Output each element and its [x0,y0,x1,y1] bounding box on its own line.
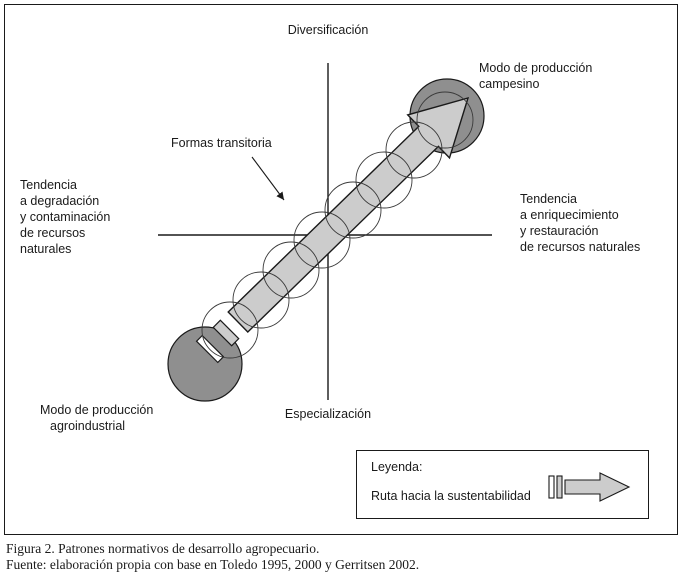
transition-circle [416,91,474,149]
transition-circle [324,181,382,239]
legend-entry-label: Ruta hacia la sustentabilidad [371,489,531,503]
label-line: Modo de producción [479,61,593,75]
label-line: Tendencia [520,192,577,206]
label-line: de recursos [20,226,86,240]
left-tendency-label: Tendencia a degradación y contaminación … [20,177,110,257]
arrow-tail-segment-gray [212,319,240,347]
label-line: agroindustrial [50,419,126,433]
agroindustrial-mode-label: Modo de producción agroindustrial [40,402,153,434]
campesino-mode-label: Modo de producción campesino [479,60,592,92]
label-line: a degradación [20,194,100,208]
label-line: y restauración [520,224,599,238]
agroindustrial-mode-circle [167,326,243,402]
transition-circles [201,91,474,359]
legend-arrow-icon [548,472,631,502]
figure-caption-line1: Figura 2. Patrones normativos de desarro… [6,541,320,556]
transitional-forms-label: Formas transitoria [171,136,272,150]
legend-arrow-body [564,472,631,502]
transition-circle [385,121,443,179]
transition-circle [232,271,290,329]
transition-circle [355,151,413,209]
transition-circle [201,301,259,359]
figure-caption: Figura 2. Patrones normativos de desarro… [6,541,419,572]
label-line: naturales [20,242,72,256]
legend-title: Leyenda: [371,460,423,474]
transition-circle [262,241,320,299]
sustainability-arrow [227,96,470,333]
diagram-border [4,4,678,535]
transition-circle [293,211,351,269]
legend-box: Leyenda: Ruta hacia la sustentabilidad [356,450,649,519]
label-line: Tendencia [20,178,77,192]
figure-caption-line2: Fuente: elaboración propia con base en T… [6,556,420,572]
legend-arrow-tail-white [548,475,555,499]
label-line: a enriquecimiento [520,208,619,222]
label-line: Modo de producción [40,403,154,417]
right-tendency-label: Tendencia a enriquecimiento y restauraci… [520,191,640,255]
transitional-forms-pointer-arrow [251,156,285,201]
label-line: de recursos naturales [520,240,641,254]
label-line: campesino [479,77,540,91]
axis-label-especializacion: Especialización [284,407,372,421]
axis-label-diversificacion: Diversificación [287,23,369,37]
label-line: y contaminación [20,210,111,224]
legend-arrow-tail-gray [556,475,563,499]
